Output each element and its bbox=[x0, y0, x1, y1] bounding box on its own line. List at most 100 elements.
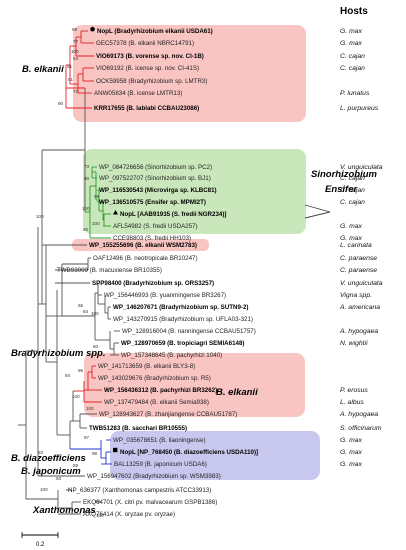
host-label: C. paraense bbox=[340, 267, 377, 274]
support-value: 61 bbox=[68, 77, 74, 82]
leaf-label: NP_636377 (Xanthomonas campestris ATCC33… bbox=[68, 487, 211, 494]
support-value: 99 bbox=[72, 27, 78, 32]
leaf-label: GEC57378 (B. elkanii NBRC14791) bbox=[96, 40, 194, 47]
support-value: 99 bbox=[95, 499, 101, 504]
support-value: 93 bbox=[56, 476, 62, 481]
nopl-circle-marker-icon bbox=[90, 26, 95, 32]
leaf-label: WP_155255696 (B. elkanii WSM2783) bbox=[89, 242, 197, 249]
leaf-label: EKQ64701 (X. citri pv. malvacearum GSPB1… bbox=[83, 499, 217, 506]
b-elkanii-mid-box bbox=[72, 239, 209, 251]
host-label: A. americana bbox=[339, 304, 380, 311]
host-label: N. wightii bbox=[340, 340, 368, 347]
leaf-label: WP_156947602 (Bradyrhizobium sp. WSM3983… bbox=[87, 473, 221, 480]
support-value: 99 bbox=[94, 194, 100, 199]
scale-bar-label: 0.2 bbox=[36, 542, 45, 548]
host-label: A. hypogaea bbox=[339, 411, 378, 418]
leaf-label: WP_137479484 (B. elkanii Semia938) bbox=[104, 399, 209, 406]
leaf-label: WP_141713659 (B. elkanii BLY3-8) bbox=[98, 363, 195, 370]
support-value: 100 bbox=[36, 214, 44, 219]
leaf-label: KRR17655 (B. lablabi CCBAU23086) bbox=[94, 105, 199, 112]
host-label: P. erosus bbox=[340, 387, 368, 394]
leaf-label: TWB93009 (B. macuxiense BR10355) bbox=[57, 267, 162, 274]
sinorhizobium-label: Sinorhizobium bbox=[311, 169, 378, 180]
b-elkanii-top-box bbox=[73, 25, 306, 122]
b-diazoefficiens-label: B. diazoefficiens bbox=[11, 453, 86, 464]
support-value: 100 bbox=[40, 487, 48, 492]
leaf-label: VIO69192 (B. icense sp. nov. CI-41S) bbox=[96, 65, 199, 72]
support-value: 100 bbox=[91, 311, 99, 316]
support-value: 53 bbox=[38, 450, 44, 455]
support-value: 90 bbox=[58, 101, 64, 106]
leaf-label: WP_156446993 (B. yuanmingense BR3267) bbox=[104, 292, 226, 299]
support-value: 100 bbox=[96, 513, 104, 518]
leaf-labels: NopL (Bradyrhizobium elkanii USDA61)GEC5… bbox=[57, 26, 258, 518]
host-label: L. albus bbox=[340, 399, 364, 406]
support-value: 65 bbox=[78, 303, 84, 308]
support-value: 94 bbox=[65, 373, 71, 378]
host-label: C. cajan bbox=[340, 65, 365, 72]
xanthomonas-label: Xanthomonas bbox=[32, 505, 96, 516]
b-elkanii-lower-box bbox=[84, 353, 305, 417]
support-value: 64 bbox=[83, 309, 89, 314]
leaf-label: OCK59958 (Bradyrhizobium sp. LMTR3) bbox=[96, 78, 207, 85]
support-value: 100 bbox=[72, 394, 80, 399]
leaf-label: VIO69173 (B. vorense sp. nov. CI-1B) bbox=[96, 53, 204, 60]
b-japonicum-label: B. japonicum bbox=[21, 466, 81, 477]
support-value: 100 bbox=[92, 221, 100, 226]
host-label: L. carinata bbox=[340, 242, 372, 249]
leaf-label: OAF12496 (B. neotropicale BR10247) bbox=[93, 255, 198, 262]
host-label: G. max bbox=[340, 461, 363, 468]
hosts-header: Hosts bbox=[340, 6, 368, 17]
host-label: G. max bbox=[340, 223, 363, 230]
leaf-label: WP_097522707 (Sinorhizobium sp. BJ1) bbox=[99, 175, 211, 182]
leaf-label: SPP98400 (Bradyrhizobium sp. ORS3257) bbox=[92, 280, 214, 287]
host-label: V. unguiculata bbox=[340, 164, 383, 171]
host-label: C. cajan bbox=[340, 53, 365, 60]
leaf-label: WP_084726656 (Sinorhizobium sp. PC2) bbox=[99, 164, 212, 171]
leaf-label: WP_116530543 (Microvirga sp. KLBC81) bbox=[99, 187, 217, 194]
support-value: 95 bbox=[78, 368, 84, 373]
leaf-label: WP_035678651 (B. liaoningense) bbox=[113, 437, 206, 444]
leaf-label: WP_128916004 (B. nanningense CCBAU51757) bbox=[122, 328, 256, 335]
leaf-label: WP_146207671 (Bradyrhizobium sp. SUTN9-2… bbox=[113, 304, 248, 311]
leaf-label: WP_128970659 (B. tropiciagri SEMIA6148) bbox=[121, 340, 244, 347]
host-label: G. max bbox=[340, 437, 363, 444]
leaf-label: AXQ76414 (X. oryzae pv. oryzae) bbox=[83, 511, 175, 518]
support-value: 100 bbox=[82, 206, 90, 211]
ensifer-label: Ensifer bbox=[325, 184, 359, 195]
bradyrhizobium-spp-label: Bradyrhizobium spp. bbox=[11, 348, 105, 359]
leaf-label: WP_143029676 (Bradyrhizobium sp. R5) bbox=[98, 375, 211, 382]
host-label: L. purpureus bbox=[340, 105, 379, 112]
leaf-label: WP_136510575 (Ensifer sp. MPMI2T) bbox=[99, 199, 206, 206]
support-value: 80 bbox=[84, 176, 90, 181]
support-value: 59 bbox=[73, 463, 79, 468]
host-label: G. max bbox=[340, 40, 363, 47]
support-value: 77 bbox=[73, 39, 79, 44]
host-label: Vigna spp. bbox=[340, 292, 372, 299]
host-label: S. officinarum bbox=[340, 425, 382, 432]
sinorhizobium-box bbox=[83, 149, 306, 234]
b-diazoefficiens-box bbox=[110, 431, 320, 480]
host-label: C. cajan bbox=[340, 199, 365, 206]
host-label: G. max bbox=[340, 235, 363, 242]
leaf-label: WP_157348645 (B. pachyrhizi 1040) bbox=[121, 352, 222, 359]
support-value: 73 bbox=[84, 164, 90, 169]
nopl-triangle-marker-icon bbox=[113, 210, 118, 215]
host-label: C. cajan bbox=[340, 187, 365, 194]
leaf-label: NopL [AAB91935 (S. fredii NGR234)] bbox=[120, 211, 226, 218]
support-value: 54 bbox=[73, 56, 79, 61]
leaf-label: WP_128943627 (B. zhanjiangense CCBAU5178… bbox=[99, 411, 237, 418]
host-label: A. hypogaea bbox=[339, 328, 378, 335]
leaf-label: ANW05834 (B. icense LMTR13) bbox=[94, 90, 182, 97]
support-value: 100 bbox=[86, 406, 94, 411]
b-elkanii-mid-label: B. elkanii bbox=[216, 387, 258, 398]
host-label: C. cajan bbox=[340, 175, 365, 182]
tree-branches bbox=[18, 30, 331, 515]
host-label: C. paraense bbox=[340, 255, 377, 262]
support-value: 31 bbox=[67, 64, 73, 69]
support-value: 72 bbox=[73, 89, 79, 94]
support-value: 98 bbox=[92, 451, 98, 456]
nopl-square-marker-icon bbox=[113, 447, 118, 453]
